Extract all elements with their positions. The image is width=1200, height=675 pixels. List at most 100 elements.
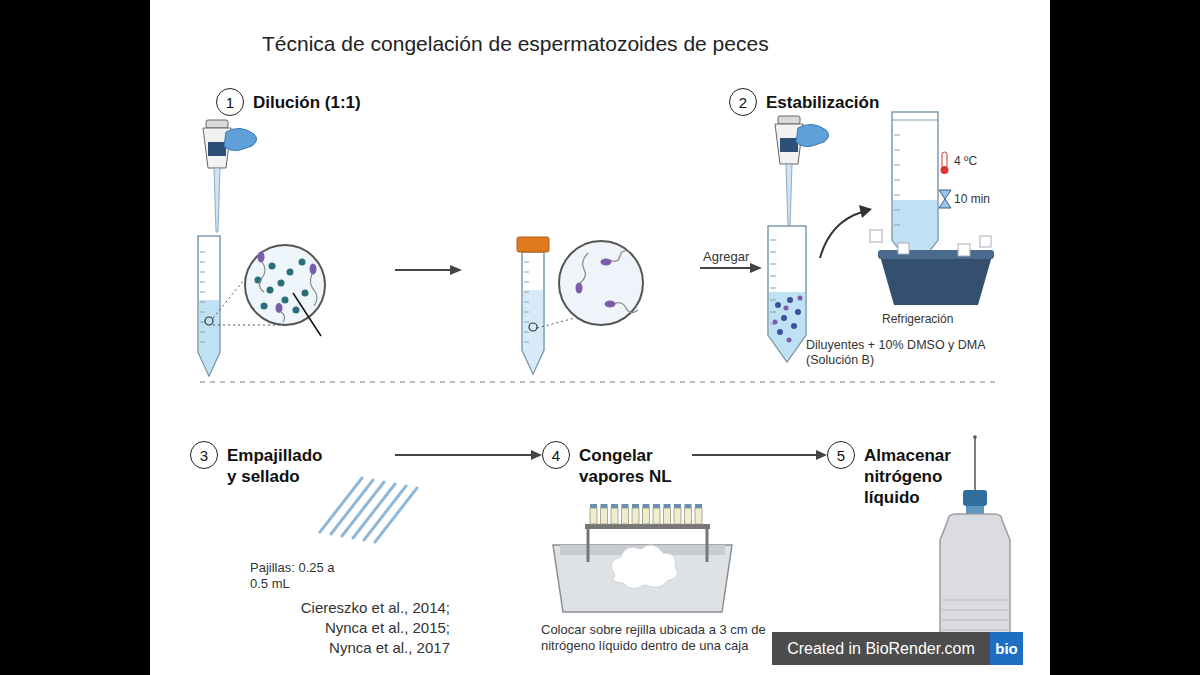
- magnified-view-part-part: [276, 303, 283, 313]
- freezing-box-part-part: [632, 508, 639, 524]
- diluent-tube-part-part: [777, 329, 783, 335]
- pipette: [775, 116, 829, 228]
- diluent-tube-part: [775, 297, 801, 335]
- freezing-box: [553, 504, 732, 612]
- pipette-part: [796, 124, 829, 146]
- step-heading: Empajillado y sellado: [227, 441, 331, 487]
- dewar-tank-part: [966, 506, 984, 514]
- magnified-view-part-part: [258, 252, 265, 263]
- flow-arrow: [395, 450, 542, 460]
- ice-bucket-part: [880, 256, 992, 305]
- magnified-view-part-part: [310, 264, 317, 275]
- pipette-part: [780, 138, 798, 152]
- magnified-view-part: [259, 262, 317, 322]
- freezing-note: Colocar sobre rejilla ubicada a 3 cm de …: [541, 622, 781, 654]
- flow-arrow: [692, 450, 827, 460]
- freezing-box-part-part: [653, 504, 660, 508]
- pipette-part: [224, 128, 257, 150]
- diagram-title: Técnica de congelación de espermatozoide…: [262, 32, 769, 56]
- freezing-box-part-part: [601, 504, 608, 508]
- pipette-part: [786, 164, 792, 228]
- freezing-box-part-part: [601, 508, 608, 524]
- straws-part: [320, 478, 362, 532]
- straws-part: [375, 488, 417, 542]
- magnified-view-part-part: [610, 251, 630, 262]
- magnified-view-part-part: [302, 290, 309, 297]
- step-group: 5 Almacenar nitrógeno líquido: [827, 441, 959, 508]
- freezing-box-part-part: [643, 508, 650, 524]
- step-number-circle: 4: [542, 441, 570, 469]
- magnified-view-part-part: [282, 297, 289, 304]
- process-arrow: [395, 265, 462, 275]
- freezing-box-part: [590, 508, 702, 524]
- freezing-box-part-part: [622, 504, 629, 508]
- arrow-head: [816, 450, 827, 460]
- capped-tube-part: [522, 252, 544, 374]
- step-heading: Dilución (1:1): [253, 88, 361, 113]
- pipette-part: [208, 142, 226, 156]
- magnified-view-part: [293, 293, 321, 336]
- dashed-separator: [200, 381, 1000, 383]
- magnified-view-part: [576, 259, 616, 308]
- freezing-box-part-part: [611, 508, 618, 524]
- ice-bucket-part: [958, 244, 970, 256]
- magnified-view-part-part: [259, 262, 265, 292]
- sample-tube-part: [213, 325, 285, 326]
- freezing-box-part-part: [664, 504, 671, 508]
- process-arrow-part: [450, 265, 462, 275]
- dewar-tank-part: [974, 437, 976, 492]
- magnified-view-part-part: [601, 259, 612, 266]
- temperature-label: 4 ºC: [954, 154, 977, 168]
- diluent-tube-part: [768, 226, 806, 362]
- magnified-view-part: [258, 252, 317, 314]
- step-number-circle: 5: [827, 441, 855, 469]
- magnified-view-part-part: [614, 303, 638, 313]
- step-heading: Almacenar nitrógeno líquido: [864, 441, 959, 508]
- ice-bucket-part: [894, 135, 900, 225]
- diluent-tube-part-part: [795, 309, 801, 315]
- freezing-box-part-part: [695, 508, 702, 524]
- step-group: 4Congelar vapores NL: [542, 441, 692, 487]
- freezing-box-part-part: [695, 504, 702, 508]
- pipette-part: [206, 120, 228, 128]
- diluent-tube-part-part: [775, 302, 781, 308]
- ice-bucket-part: [942, 152, 947, 168]
- ice-bucket-part: [892, 120, 938, 121]
- watermark: Created in BioRender.com: [772, 632, 990, 665]
- straws-part: [353, 484, 395, 538]
- diluent-tube-part-part: [798, 296, 803, 301]
- sample-tube-part: [199, 300, 219, 374]
- curved-arrow-part: [820, 212, 862, 258]
- ice-bucket-part: [878, 250, 994, 259]
- refrigeration-label: Refrigeración: [882, 312, 953, 326]
- diluent-tube: [768, 226, 806, 362]
- freezing-box-part-part: [664, 508, 671, 524]
- straws: [320, 478, 417, 542]
- freezing-box-part: [611, 545, 678, 589]
- sample-tube-part: [200, 252, 205, 342]
- arrow-head: [531, 450, 542, 460]
- arrow-line: [692, 454, 819, 456]
- freezing-box-part-part: [685, 508, 692, 524]
- freezing-box-part-part: [685, 504, 692, 508]
- magnified-view-part: [580, 251, 638, 313]
- freezing-box-part-part: [622, 508, 629, 524]
- diluent-tube-part-part: [781, 315, 787, 321]
- step-number-circle: 2: [729, 88, 757, 116]
- sample-tube-part: [205, 317, 213, 325]
- magnified-view-part-part: [278, 280, 285, 287]
- dewar-tank: [940, 435, 1010, 664]
- arrow-label: Agregar: [703, 249, 749, 264]
- add-arrow-part: [750, 263, 762, 273]
- solution-note: Diluyentes + 10% DMSO y DMA (Solución B): [806, 338, 1001, 368]
- freezing-box-part: [587, 529, 590, 562]
- watermark-logo: bio: [990, 632, 1023, 665]
- freezing-box-part-part: [590, 504, 597, 508]
- magnified-view-part-part: [576, 283, 583, 294]
- magnified-view-part: [245, 245, 325, 325]
- pipette: [203, 120, 257, 232]
- straws-part: [342, 482, 384, 536]
